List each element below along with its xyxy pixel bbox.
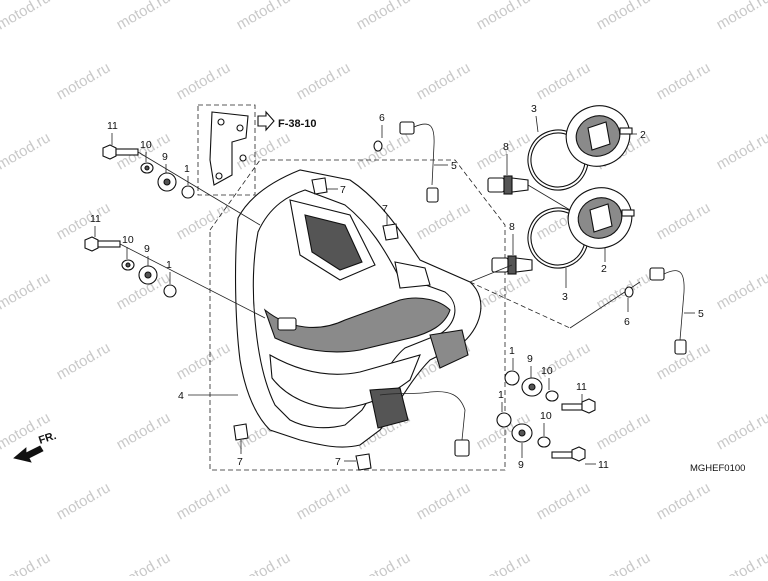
watermark-text: motod.ru [354, 549, 414, 576]
watermark-text: motod.ru [114, 0, 174, 33]
watermark-text: motod.ru [0, 0, 53, 33]
watermark-text: motod.ru [174, 339, 234, 383]
watermark-text: motod.ru [114, 549, 174, 576]
callout-3b: 3 [562, 291, 568, 303]
watermark-text: motod.ru [0, 409, 53, 453]
callout-6a: 6 [379, 112, 385, 124]
callout-9c: 9 [527, 353, 533, 365]
watermark-text: motod.ru [654, 59, 714, 103]
watermark-text: motod.ru [534, 59, 594, 103]
callout-6b: 6 [624, 316, 630, 328]
callout-1a: 1 [184, 163, 190, 175]
watermark-text: motod.ru [714, 409, 768, 453]
callout-11a: 11 [107, 120, 118, 132]
callout-5a: 5 [451, 160, 457, 172]
watermark-text: motod.ru [414, 479, 474, 523]
watermark-text: motod.ru [474, 0, 534, 33]
callout-2a: 2 [640, 129, 646, 141]
position-light-socket-upper[interactable] [374, 122, 438, 202]
watermark-text: motod.ru [414, 59, 474, 103]
callout-7a: 7 [340, 184, 346, 196]
watermark-text: motod.ru [354, 129, 414, 173]
callout-7b: 7 [382, 203, 388, 215]
clip-upper[interactable] [312, 178, 327, 194]
watermark-text: motod.ru [594, 0, 654, 33]
watermark-text: motod.ru [54, 479, 114, 523]
reference-label: F-38-10 [278, 118, 317, 130]
callout-11c: 11 [576, 381, 587, 393]
watermark-text: motod.ru [294, 479, 354, 523]
watermark-text: motod.ru [54, 199, 114, 243]
callout-11b: 11 [90, 213, 101, 225]
watermark-text: motod.ru [174, 59, 234, 103]
watermark-text: motod.ru [714, 129, 768, 173]
callout-8b: 8 [509, 221, 515, 233]
callout-7c: 7 [237, 456, 243, 468]
callout-8a: 8 [503, 141, 509, 153]
watermark-text: motod.ru [0, 549, 53, 576]
diagram-code: MGHEF0100 [690, 463, 745, 474]
watermark-text: motod.ru [174, 199, 234, 243]
watermark-text: motod.ru [474, 549, 534, 576]
reference-arrow-icon [258, 112, 274, 130]
watermark-text: motod.ru [0, 269, 53, 313]
callout-11d: 11 [598, 459, 609, 471]
callout-4: 4 [178, 390, 184, 402]
dust-cover-lower[interactable] [560, 179, 641, 257]
front-direction-arrow-icon [14, 446, 43, 462]
callout-1d: 1 [498, 389, 504, 401]
callout-2b: 2 [601, 263, 607, 275]
callout-9a: 9 [162, 151, 168, 163]
watermark-text: motod.ru [174, 479, 234, 523]
dust-cover-upper[interactable] [558, 97, 639, 175]
watermark-text: motod.ru [354, 0, 414, 33]
watermark-text: motod.ru [534, 479, 594, 523]
watermark-text: motod.ru [414, 199, 474, 243]
watermark-text: motod.ru [654, 199, 714, 243]
mounting-bracket[interactable] [198, 105, 255, 195]
clip-center[interactable] [383, 224, 398, 240]
clip-lower-center[interactable] [356, 454, 371, 470]
callout-10c: 10 [541, 365, 553, 377]
callout-1b: 1 [166, 259, 172, 271]
callout-1c: 1 [509, 345, 515, 357]
callout-9b: 9 [144, 243, 150, 255]
callout-9d: 9 [518, 459, 524, 471]
watermark-text: motod.ru [234, 549, 294, 576]
watermark-text: motod.ru [594, 549, 654, 576]
callout-7d: 7 [335, 456, 341, 468]
clip-lower-left[interactable] [234, 424, 248, 440]
callout-10d: 10 [540, 410, 552, 422]
watermark-text: motod.ru [714, 269, 768, 313]
watermark-text: motod.ru [714, 549, 768, 576]
direction-label: FR. [37, 430, 58, 447]
callout-5b: 5 [698, 308, 704, 320]
watermark-text: motod.ru [294, 59, 354, 103]
watermark-text: motod.ru [54, 339, 114, 383]
callout-10b: 10 [122, 234, 134, 246]
callout-10a: 10 [140, 139, 152, 151]
watermark-text: motod.ru [714, 0, 768, 33]
callout-3a: 3 [531, 103, 537, 115]
watermark-text: motod.ru [654, 479, 714, 523]
watermark-text: motod.ru [0, 129, 53, 173]
watermark-text: motod.ru [234, 0, 294, 33]
watermark-text: motod.ru [594, 409, 654, 453]
watermark-text: motod.ru [54, 59, 114, 103]
watermark-text: motod.ru [114, 409, 174, 453]
headlight-bulb-upper[interactable] [488, 176, 528, 194]
